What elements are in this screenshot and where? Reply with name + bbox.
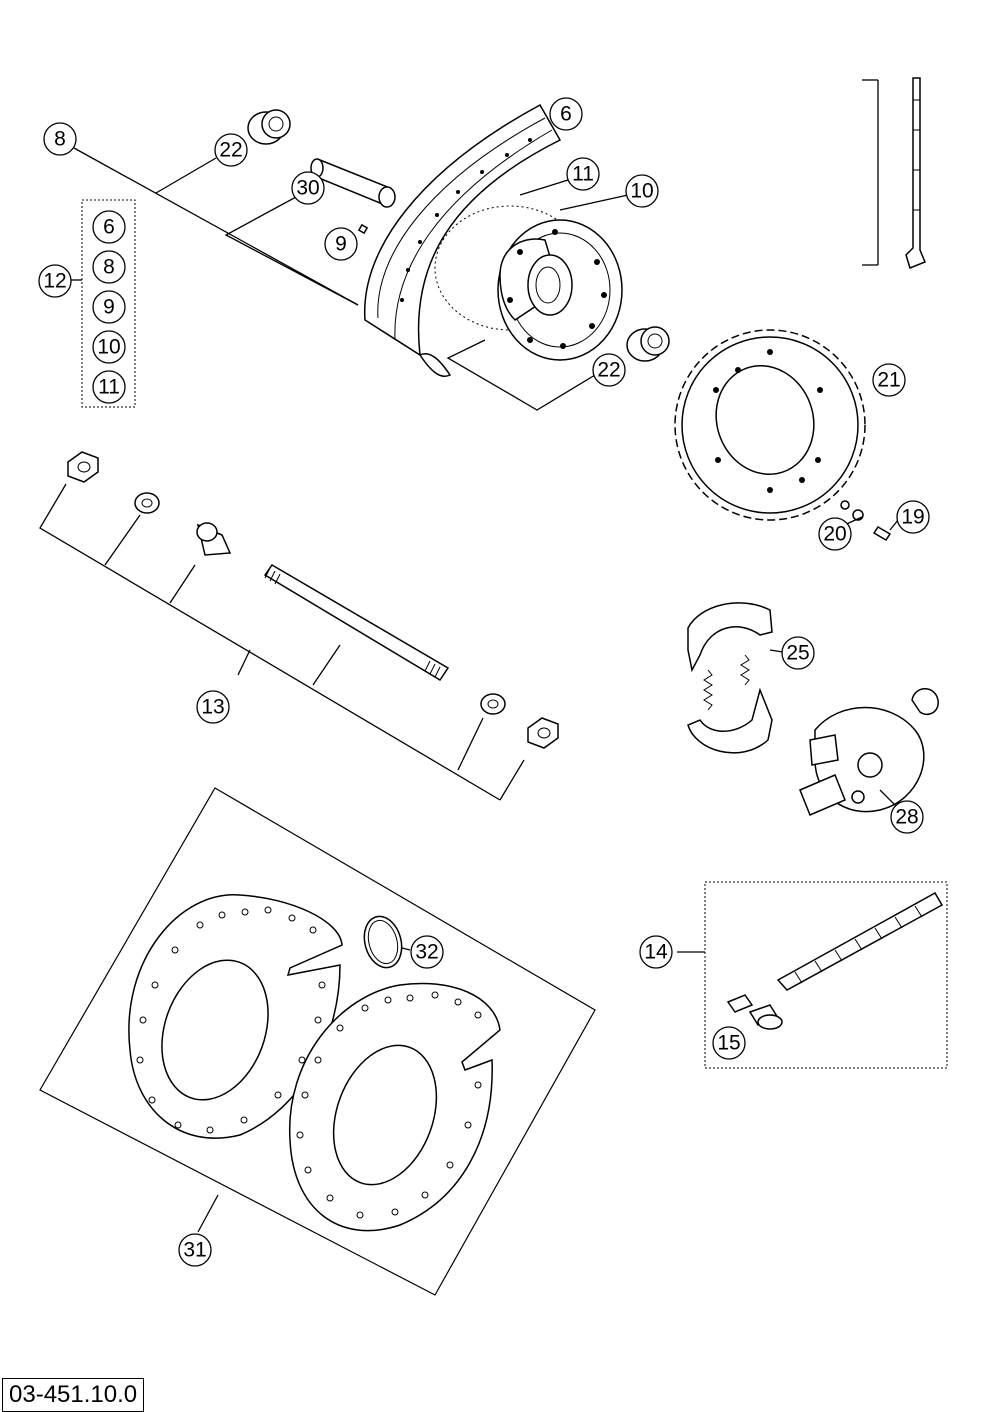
document-code: 03-451.10.0: [2, 1378, 145, 1412]
callout-13: 13: [196, 690, 230, 724]
kit-12-member-1-label: 6: [103, 216, 115, 239]
brake-shoe-upper: [687, 602, 773, 673]
chain-master-link: [726, 994, 783, 1030]
brake-springs: [703, 654, 750, 711]
brake-shoe-lower: [687, 687, 773, 754]
callout-32: 32: [410, 935, 444, 969]
axle-washer-left: [134, 492, 160, 514]
callout-22-bottom-label: 22: [597, 359, 620, 382]
callout-20: 20: [818, 517, 852, 551]
axle-spacer: [196, 522, 232, 556]
callout-22-top-label: 22: [219, 139, 242, 162]
callout-9: 9: [324, 227, 358, 261]
callout-11: 11: [566, 157, 600, 191]
axle-shaft: [263, 564, 450, 682]
kit-12-box: [81, 199, 136, 408]
callout-15-label: 15: [717, 1032, 740, 1055]
chain-group-box: [704, 881, 948, 1069]
wheel-bearing-bottom: [626, 326, 670, 362]
callout-22-top: 22: [214, 133, 248, 167]
callout-15: 15: [712, 1026, 746, 1060]
rear-sprocket: [674, 329, 866, 521]
callout-12-label: 12: [43, 270, 66, 293]
callout-10-label: 10: [630, 180, 653, 203]
callout-28: 28: [890, 800, 924, 834]
drive-chain: [776, 891, 944, 991]
gasket-kit-box: [39, 787, 596, 1296]
spoke: [862, 77, 926, 269]
axle-nut-left: [67, 451, 99, 483]
kit-12-member-2-label: 8: [103, 256, 115, 279]
callout-19: 19: [896, 500, 930, 534]
kit-12-member-3-label: 9: [103, 296, 115, 319]
wheel-rim: [364, 103, 562, 377]
callout-31: 31: [178, 1233, 212, 1267]
brake-plate: [799, 688, 939, 816]
wheel-bearing-top: [247, 109, 291, 145]
callout-19-label: 19: [901, 506, 924, 529]
callout-22-bottom: 22: [592, 353, 626, 387]
callout-14-label: 14: [644, 941, 668, 964]
kit-12-member-5: 11: [92, 370, 126, 404]
clamp-ring: [363, 915, 403, 969]
kit-12-member-5-label: 11: [98, 376, 120, 399]
callout-8: 8: [43, 122, 77, 156]
callout-6-label: 6: [560, 103, 572, 126]
callout-11-label: 11: [572, 163, 594, 186]
callout-32-label: 32: [415, 941, 438, 964]
kit-12-member-3: 9: [92, 290, 126, 324]
callout-28-label: 28: [895, 806, 918, 829]
callout-30: 30: [291, 171, 325, 205]
callout-13-label: 13: [201, 696, 224, 719]
callout-21: 21: [872, 363, 906, 397]
hub-spacer-tube: [310, 158, 396, 208]
gasket-right: [289, 982, 501, 1232]
kit-12-member-2: 8: [92, 250, 126, 284]
callout-10: 10: [625, 174, 659, 208]
callout-6: 6: [549, 97, 583, 131]
callout-9-label: 9: [335, 233, 347, 256]
callout-12: 12: [38, 264, 72, 298]
callout-21-label: 21: [877, 369, 900, 392]
kit-12-member-1: 6: [92, 210, 126, 244]
callout-8-label: 8: [54, 128, 66, 151]
leader-lines-wheel: [73, 147, 629, 411]
kit-12-member-4: 10: [92, 330, 126, 364]
gasket-left: [128, 894, 343, 1139]
callout-31-label: 31: [183, 1239, 206, 1262]
callout-20-label: 20: [823, 523, 846, 546]
wheel-hub: [434, 205, 623, 361]
axle-leader-lines: [39, 483, 525, 801]
callout-14: 14: [639, 935, 673, 969]
callout-25-label: 25: [786, 642, 809, 665]
axle-washer-right: [480, 693, 506, 715]
spoke-nipple: [357, 223, 369, 235]
kit-12-member-4-label: 10: [97, 336, 120, 359]
callout-30-label: 30: [296, 177, 319, 200]
axle-nut-right: [527, 717, 559, 749]
callout-25: 25: [781, 636, 815, 670]
